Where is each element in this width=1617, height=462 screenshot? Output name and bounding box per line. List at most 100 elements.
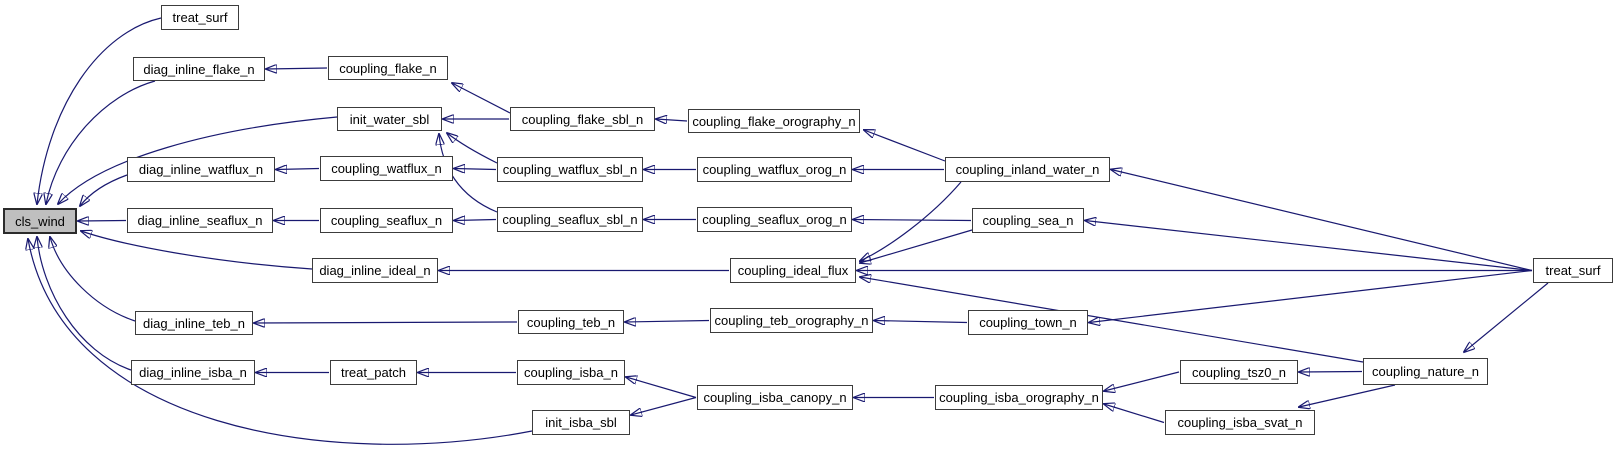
node-diag_inline_watflux_n[interactable]: diag_inline_watflux_n xyxy=(127,157,275,182)
node-label: init_isba_sbl xyxy=(545,415,617,430)
node-label: coupling_sea_n xyxy=(982,213,1074,228)
edge-diag_inline_isba_n--cls_wind xyxy=(37,237,132,371)
node-label: coupling_inland_water_n xyxy=(955,162,1100,177)
edge-coupling_isba_svat_n--coupling_isba_orography_n xyxy=(1104,404,1165,424)
edge-diag_inline_watflux_n--cls_wind xyxy=(80,174,128,206)
edge-treat_surf_right--coupling_inland_water_n xyxy=(1111,170,1533,272)
node-label: coupling_ideal_flux xyxy=(737,263,849,278)
node-cls_wind[interactable]: cls_wind xyxy=(3,208,77,234)
node-coupling_teb_orography_n[interactable]: coupling_teb_orography_n xyxy=(710,308,873,333)
edge-coupling_flake_n--diag_inline_flake_n xyxy=(266,68,328,69)
node-label: coupling_town_n xyxy=(979,315,1077,330)
node-label: coupling_flake_sbl_n xyxy=(521,111,644,127)
node-coupling_flake_sbl_n[interactable]: coupling_flake_sbl_n xyxy=(510,107,655,131)
node-coupling_town_n[interactable]: coupling_town_n xyxy=(968,310,1088,335)
edge-treat_surf_right--coupling_nature_n xyxy=(1464,282,1549,352)
node-label: diag_inline_flake_n xyxy=(143,61,255,77)
edge-diag_inline_seaflux_n--cls_wind xyxy=(78,221,127,222)
node-label: cls_wind xyxy=(15,213,65,229)
edge-coupling_flake_sbl_n--coupling_flake_n xyxy=(452,83,511,114)
edge-coupling_isba_canopy_n--init_isba_sbl xyxy=(631,396,697,416)
edge-coupling_sea_n--coupling_ideal_flux xyxy=(860,229,973,263)
node-treat_patch[interactable]: treat_patch xyxy=(330,360,417,385)
node-coupling_sea_n[interactable]: coupling_sea_n xyxy=(972,208,1084,233)
node-treat_surf_right[interactable]: treat_surf xyxy=(1533,258,1613,283)
node-coupling_seaflux_n[interactable]: coupling_seaflux_n xyxy=(320,208,453,233)
node-label: diag_inline_watflux_n xyxy=(138,162,264,177)
node-coupling_watflux_n[interactable]: coupling_watflux_n xyxy=(320,156,453,181)
node-diag_inline_teb_n[interactable]: diag_inline_teb_n xyxy=(135,311,253,335)
edge-init_water_sbl--cls_wind xyxy=(58,116,338,204)
node-label: init_water_sbl xyxy=(349,111,430,127)
node-label: diag_inline_seaflux_n xyxy=(137,213,263,228)
node-label: coupling_tsz0_n xyxy=(1192,364,1286,380)
edge-treat_surf_right--coupling_sea_n xyxy=(1085,221,1533,272)
node-coupling_isba_canopy_n[interactable]: coupling_isba_canopy_n xyxy=(697,385,853,410)
node-label: coupling_watflux_orog_n xyxy=(702,162,847,177)
node-coupling_nature_n[interactable]: coupling_nature_n xyxy=(1363,358,1488,385)
node-coupling_isba_n[interactable]: coupling_isba_n xyxy=(517,360,625,385)
node-coupling_flake_n[interactable]: coupling_flake_n xyxy=(328,56,448,80)
node-label: coupling_isba_svat_n xyxy=(1177,415,1303,430)
edge-diag_inline_ideal_n--cls_wind xyxy=(81,231,313,270)
node-coupling_teb_n[interactable]: coupling_teb_n xyxy=(518,310,624,334)
edge-treat_surf_right--coupling_town_n xyxy=(1089,269,1533,323)
node-label: coupling_teb_orography_n xyxy=(714,313,869,328)
node-coupling_tsz0_n[interactable]: coupling_tsz0_n xyxy=(1180,360,1298,384)
node-label: coupling_isba_canopy_n xyxy=(703,390,847,405)
node-diag_inline_seaflux_n[interactable]: diag_inline_seaflux_n xyxy=(127,208,273,233)
node-label: coupling_isba_n xyxy=(524,365,618,380)
edge-init_isba_sbl--cls_wind xyxy=(28,239,533,445)
node-coupling_isba_svat_n[interactable]: coupling_isba_svat_n xyxy=(1165,410,1315,435)
edge-coupling_flake_orography_n--coupling_flake_sbl_n xyxy=(656,119,688,121)
node-init_water_sbl[interactable]: init_water_sbl xyxy=(337,107,442,131)
node-label: coupling_seaflux_n xyxy=(330,213,443,228)
edge-coupling_watflux_n--diag_inline_watflux_n xyxy=(276,169,320,170)
node-coupling_isba_orography_n[interactable]: coupling_isba_orography_n xyxy=(935,385,1103,410)
node-label: diag_inline_teb_n xyxy=(143,315,245,331)
edge-coupling_town_n--coupling_teb_orography_n xyxy=(874,321,968,323)
node-diag_inline_ideal_n[interactable]: diag_inline_ideal_n xyxy=(312,258,438,283)
edge-coupling_inland_water_n--coupling_ideal_flux xyxy=(860,181,962,261)
node-coupling_seaflux_orog_n[interactable]: coupling_seaflux_orog_n xyxy=(697,207,852,232)
node-label: treat_patch xyxy=(340,365,407,380)
node-init_isba_sbl[interactable]: init_isba_sbl xyxy=(532,410,630,435)
node-label: diag_inline_isba_n xyxy=(139,365,247,380)
node-label: coupling_seaflux_sbl_n xyxy=(502,212,638,227)
node-diag_inline_flake_n[interactable]: diag_inline_flake_n xyxy=(133,57,265,81)
edge-treat_surf_top--cls_wind xyxy=(37,17,162,204)
node-coupling_flake_orography_n[interactable]: coupling_flake_orography_n xyxy=(688,109,860,133)
node-label: diag_inline_ideal_n xyxy=(319,263,431,278)
node-treat_surf_top[interactable]: treat_surf xyxy=(161,5,239,30)
edge-coupling_isba_canopy_n--coupling_isba_n xyxy=(626,377,697,399)
node-label: coupling_seaflux_orog_n xyxy=(702,212,847,227)
node-label: coupling_teb_n xyxy=(526,314,616,330)
node-coupling_watflux_sbl_n[interactable]: coupling_watflux_sbl_n xyxy=(497,157,643,182)
node-label: coupling_watflux_n xyxy=(331,161,442,176)
edge-diag_inline_teb_n--cls_wind xyxy=(50,237,136,322)
edge-coupling_teb_n--diag_inline_teb_n xyxy=(254,322,518,323)
node-coupling_watflux_orog_n[interactable]: coupling_watflux_orog_n xyxy=(697,157,852,182)
node-coupling_ideal_flux[interactable]: coupling_ideal_flux xyxy=(730,258,856,283)
edge-coupling_sea_n--coupling_seaflux_orog_n xyxy=(853,220,972,221)
edge-coupling_seaflux_sbl_n--coupling_seaflux_n xyxy=(454,220,497,221)
edge-coupling_nature_n--coupling_isba_svat_n xyxy=(1299,384,1396,407)
edge-coupling_tsz0_n--coupling_isba_orography_n xyxy=(1104,371,1180,391)
node-label: coupling_watflux_sbl_n xyxy=(502,162,638,177)
node-label: coupling_flake_orography_n xyxy=(692,113,856,129)
edge-diag_inline_flake_n--cls_wind xyxy=(46,80,156,204)
node-coupling_seaflux_sbl_n[interactable]: coupling_seaflux_sbl_n xyxy=(497,207,643,232)
edge-coupling_teb_orography_n--coupling_teb_n xyxy=(625,321,710,323)
edge-coupling_watflux_sbl_n--coupling_watflux_n xyxy=(454,169,497,170)
edge-coupling_watflux_sbl_n--init_water_sbl xyxy=(447,133,498,164)
edge-coupling_inland_water_n--coupling_flake_orography_n xyxy=(864,130,946,162)
node-label: coupling_isba_orography_n xyxy=(939,390,1099,405)
node-label: coupling_nature_n xyxy=(1372,364,1479,379)
node-label: treat_surf xyxy=(172,10,228,25)
node-coupling_inland_water_n[interactable]: coupling_inland_water_n xyxy=(945,157,1110,182)
node-label: coupling_flake_n xyxy=(339,60,437,76)
node-label: treat_surf xyxy=(1545,263,1601,278)
node-diag_inline_isba_n[interactable]: diag_inline_isba_n xyxy=(131,360,255,385)
